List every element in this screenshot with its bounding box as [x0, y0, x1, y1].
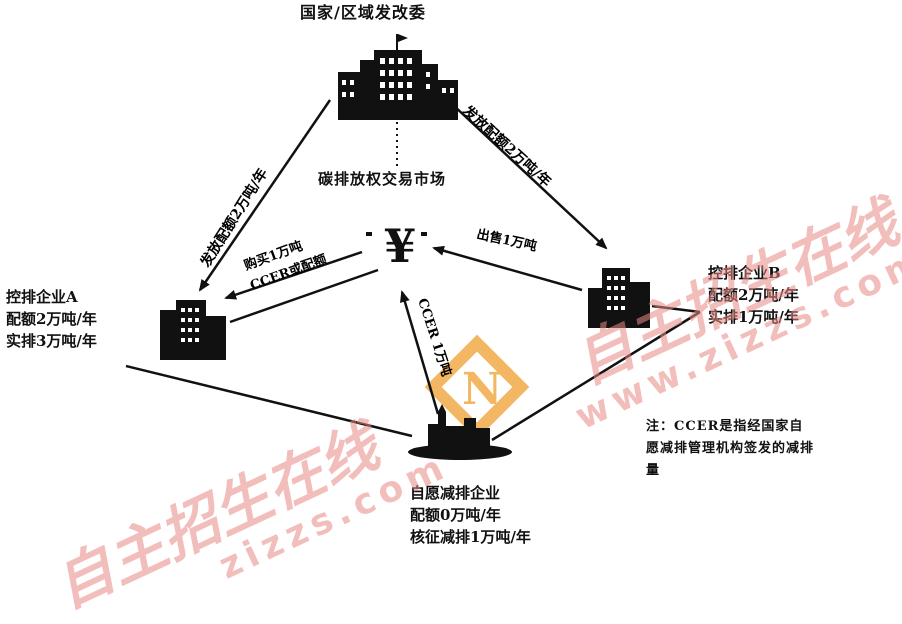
company-a-building-icon	[160, 300, 226, 360]
voluntary-company-quota: 配额0万吨/年	[410, 506, 501, 524]
voluntary-company-reduction: 核征减排1万吨/年	[410, 528, 531, 546]
government-building-icon	[338, 34, 458, 120]
company-a-actual: 实排3万吨/年	[6, 332, 97, 350]
yuan-icon: ¥	[366, 219, 427, 273]
svg-text:N: N	[462, 364, 502, 415]
line-a-market	[229, 268, 379, 324]
yuan-glyph: ¥	[384, 219, 416, 273]
arrow-sell	[432, 245, 583, 292]
company-a-label: 控排企业A 配额2万吨/年 实排3万吨/年	[6, 286, 97, 352]
carbon-trading-diagram: ¥	[6, 3, 902, 621]
market-label: 碳排放权交易市场	[318, 170, 447, 188]
company-b-label: 控排企业B 配额2万吨/年 实排1万吨/年	[708, 262, 799, 328]
commission-label: 国家/区域发改委	[300, 3, 426, 22]
company-a-quota: 配额2万吨/年	[6, 310, 97, 328]
line-b-spur	[651, 304, 701, 314]
arrow-issue-right	[451, 103, 608, 250]
company-b-building-icon	[588, 268, 650, 328]
line-b-voluntary	[491, 310, 701, 442]
line-a-voluntary	[125, 364, 413, 438]
voluntary-company-name: 自愿减排企业	[410, 484, 501, 502]
edge-label-ccer: CCER 1万吨	[414, 296, 454, 378]
company-b-quota: 配额2万吨/年	[708, 286, 799, 304]
edge-label-issue-right: 发放配额2万吨/年	[459, 102, 555, 191]
diagram-canvas: ¥	[125, 34, 701, 460]
company-b-actual: 实排1万吨/年	[708, 308, 799, 326]
voluntary-company-label: 自愿减排企业 配额0万吨/年 核征减排1万吨/年	[410, 482, 531, 548]
company-b-name: 控排企业B	[708, 264, 781, 282]
edge-label-sell: 出售1万吨	[475, 226, 538, 254]
arrow-issue-left	[198, 99, 332, 292]
company-a-name: 控排企业A	[6, 288, 78, 306]
arrow-ccer	[400, 290, 440, 415]
arrow-buy	[224, 250, 363, 300]
voluntary-plant-icon	[408, 404, 512, 460]
ccer-note: 注：CCER是指经国家自愿减排管理机构签发的减排量	[646, 419, 815, 478]
